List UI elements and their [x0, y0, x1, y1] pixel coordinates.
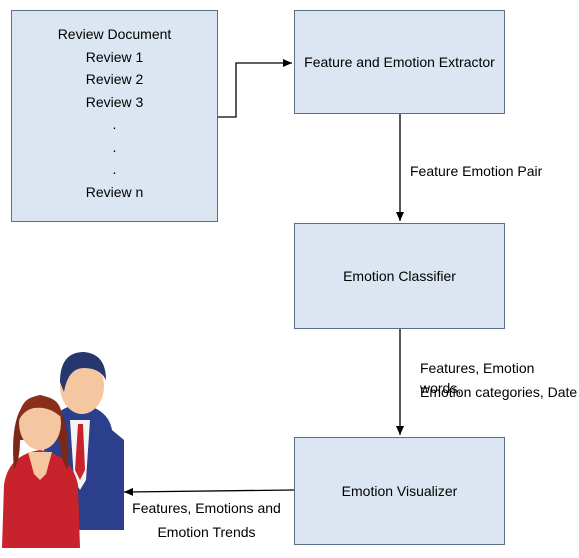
classifier-label: Emotion Classifier [343, 268, 456, 284]
ellipsis-dot: . [112, 138, 117, 155]
review-line: Review 1 [85, 48, 144, 65]
feature-emotion-extractor-box: Feature and Emotion Extractor [294, 10, 505, 114]
woman-figure [2, 395, 80, 548]
edge-label-feature-emotion-pair: Feature Emotion Pair [410, 163, 543, 179]
emotion-visualizer-box: Emotion Visualizer [294, 437, 505, 545]
edge-label-visualizer-out-1: Features, Emotions and [132, 500, 281, 516]
review-line: Review 2 [85, 71, 144, 87]
edge-label-classifier-out-1: Features, Emotion words, [420, 360, 535, 396]
review-document-title: Review Document [57, 26, 172, 42]
users-icon [2, 352, 124, 548]
emotion-classifier-box: Emotion Classifier [294, 223, 505, 329]
edge-label-visualizer-out-2: Emotion Trends [157, 524, 256, 540]
ellipsis-dot: . [112, 161, 117, 177]
review-line: Review 3 [85, 93, 144, 110]
arrow-doc-to-extractor [218, 59, 292, 118]
extractor-label: Feature and Emotion Extractor [304, 54, 495, 70]
arrow-visualizer-to-users [123, 487, 295, 496]
ellipsis-dot: . [112, 116, 117, 132]
visualizer-label: Emotion Visualizer [341, 483, 458, 499]
review-document-box: Review Document Review 1 Review 2 Review… [11, 10, 218, 222]
edge-label-classifier-out-2: Emotion categories, Date [420, 384, 578, 400]
review-line: Review n [85, 183, 144, 200]
